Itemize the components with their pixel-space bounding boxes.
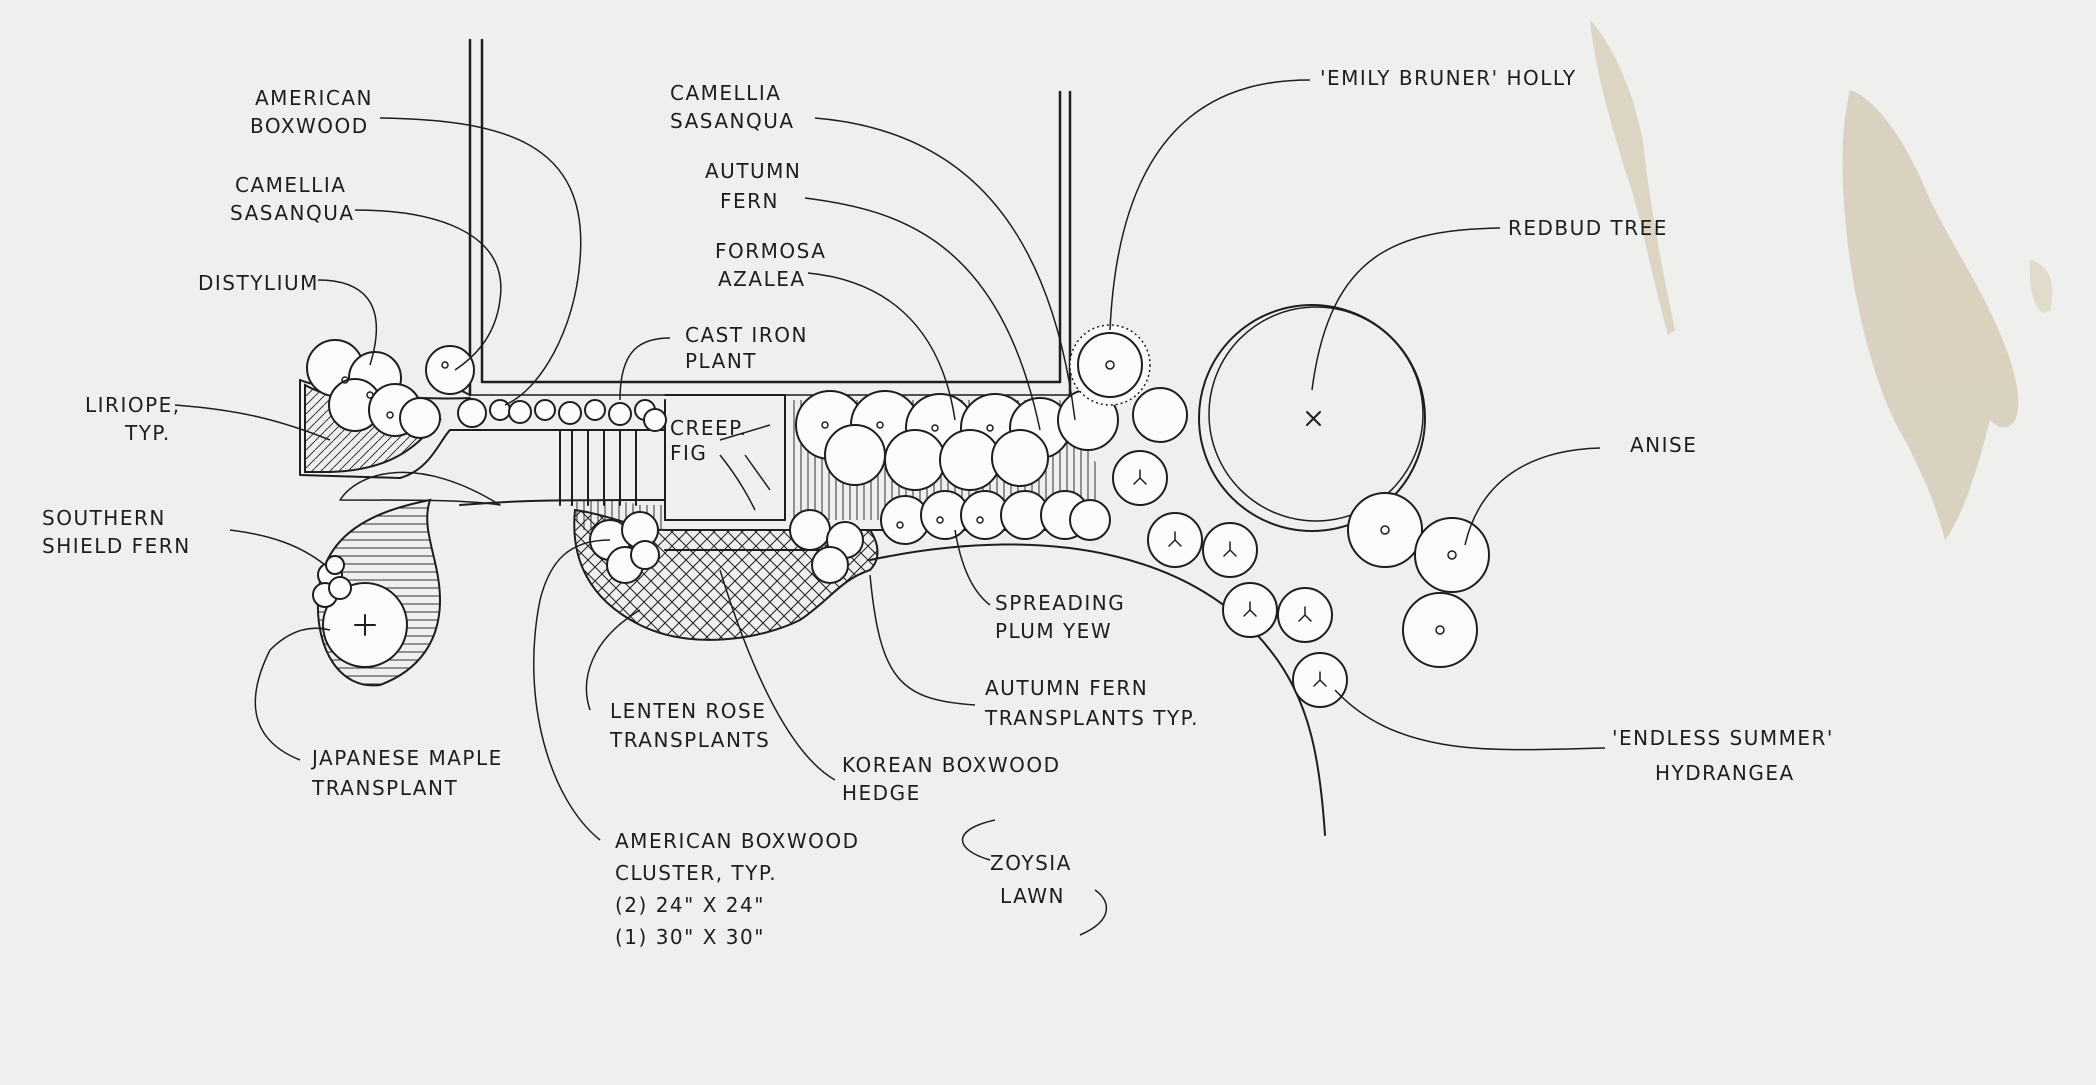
spreading-plum-yew-row bbox=[880, 490, 1111, 545]
label-camellia-top-2: SASANQUA bbox=[670, 109, 795, 133]
label-boxwood-cluster-3: (2) 24" X 24" bbox=[615, 893, 765, 917]
camellia-left bbox=[425, 345, 475, 395]
label-cast-iron-1: CAST IRON bbox=[685, 323, 808, 347]
label-endless-summer-2: HYDRANGEA bbox=[1655, 761, 1795, 785]
label-autumn-fern-top-2: FERN bbox=[720, 189, 779, 213]
label-boxwood-cluster-1: AMERICAN BOXWOOD bbox=[615, 829, 860, 853]
label-spreading-yew-1: SPREADING bbox=[995, 591, 1125, 615]
label-camellia-top-1: CAMELLIA bbox=[670, 81, 781, 105]
hydrangea-column bbox=[1112, 387, 1348, 708]
label-endless-summer-1: 'ENDLESS SUMMER' bbox=[1612, 726, 1834, 750]
foundation-boxwood-row bbox=[457, 398, 667, 432]
label-japanese-maple-1: JAPANESE MAPLE bbox=[310, 746, 503, 770]
label-emily-bruner: 'EMILY BRUNER' HOLLY bbox=[1320, 66, 1577, 90]
label-autumn-fern-top-1: AUTUMN bbox=[705, 159, 801, 183]
label-spreading-yew-2: PLUM YEW bbox=[995, 619, 1112, 643]
label-formosa-azalea-1: FORMOSA bbox=[715, 239, 826, 263]
creeping-fig-panel bbox=[664, 394, 786, 521]
label-distylium: DISTYLIUM bbox=[198, 271, 319, 295]
label-autumn-fern-transplants-1: AUTUMN FERN bbox=[985, 676, 1148, 700]
label-boxwood-cluster-2: CLUSTER, TYP. bbox=[615, 861, 777, 885]
label-formosa-azalea-2: AZALEA bbox=[718, 267, 806, 291]
japanese-maple-center bbox=[354, 614, 376, 636]
label-korean-boxwood-2: HEDGE bbox=[842, 781, 921, 805]
emily-bruner-holly bbox=[1069, 324, 1151, 406]
label-anise: ANISE bbox=[1630, 433, 1697, 457]
label-creep-fig-1: CREEP. bbox=[670, 416, 747, 440]
label-southern-fern-1: SOUTHERN bbox=[42, 506, 166, 530]
label-boxwood-cluster-4: (1) 30" X 30" bbox=[615, 925, 765, 949]
label-liriope-1: LIRIOPE, bbox=[85, 393, 181, 417]
label-liriope-2: TYP. bbox=[124, 421, 171, 445]
label-american-boxwood-1: AMERICAN bbox=[255, 86, 373, 110]
plant-labels: AMERICAN BOXWOOD CAMELLIA SASANQUA DISTY… bbox=[42, 66, 1834, 949]
label-lenten-rose-1: LENTEN ROSE bbox=[610, 699, 766, 723]
label-cast-iron-2: PLANT bbox=[685, 349, 757, 373]
label-zoysia-1: ZOYSIA bbox=[990, 851, 1072, 875]
redbud-tree bbox=[1198, 304, 1426, 532]
label-autumn-fern-transplants-2: TRANSPLANTS TYP. bbox=[984, 706, 1199, 730]
label-southern-fern-2: SHIELD FERN bbox=[42, 534, 191, 558]
label-camellia-left-1: CAMELLIA bbox=[235, 173, 346, 197]
label-redbud: REDBUD TREE bbox=[1508, 216, 1668, 240]
label-lenten-rose-2: TRANSPLANTS bbox=[609, 728, 770, 752]
leader-lines bbox=[174, 79, 1606, 936]
anise-cluster bbox=[1347, 492, 1490, 668]
formosa-azalea-cluster bbox=[795, 390, 1071, 491]
southern-shield-fern bbox=[312, 555, 352, 608]
paper-stains bbox=[1590, 20, 2053, 540]
american-boxwood-cluster bbox=[789, 509, 864, 584]
label-camellia-left-2: SASANQUA bbox=[230, 201, 355, 225]
label-japanese-maple-2: TRANSPLANT bbox=[311, 776, 458, 800]
label-american-boxwood-2: BOXWOOD bbox=[250, 114, 369, 138]
label-zoysia-2: LAWN bbox=[1000, 884, 1065, 908]
label-creep-fig-2: FIG bbox=[670, 441, 707, 465]
house-outline bbox=[468, 38, 1072, 397]
label-korean-boxwood-1: KOREAN BOXWOOD bbox=[842, 753, 1061, 777]
distylium-cluster bbox=[306, 339, 441, 439]
